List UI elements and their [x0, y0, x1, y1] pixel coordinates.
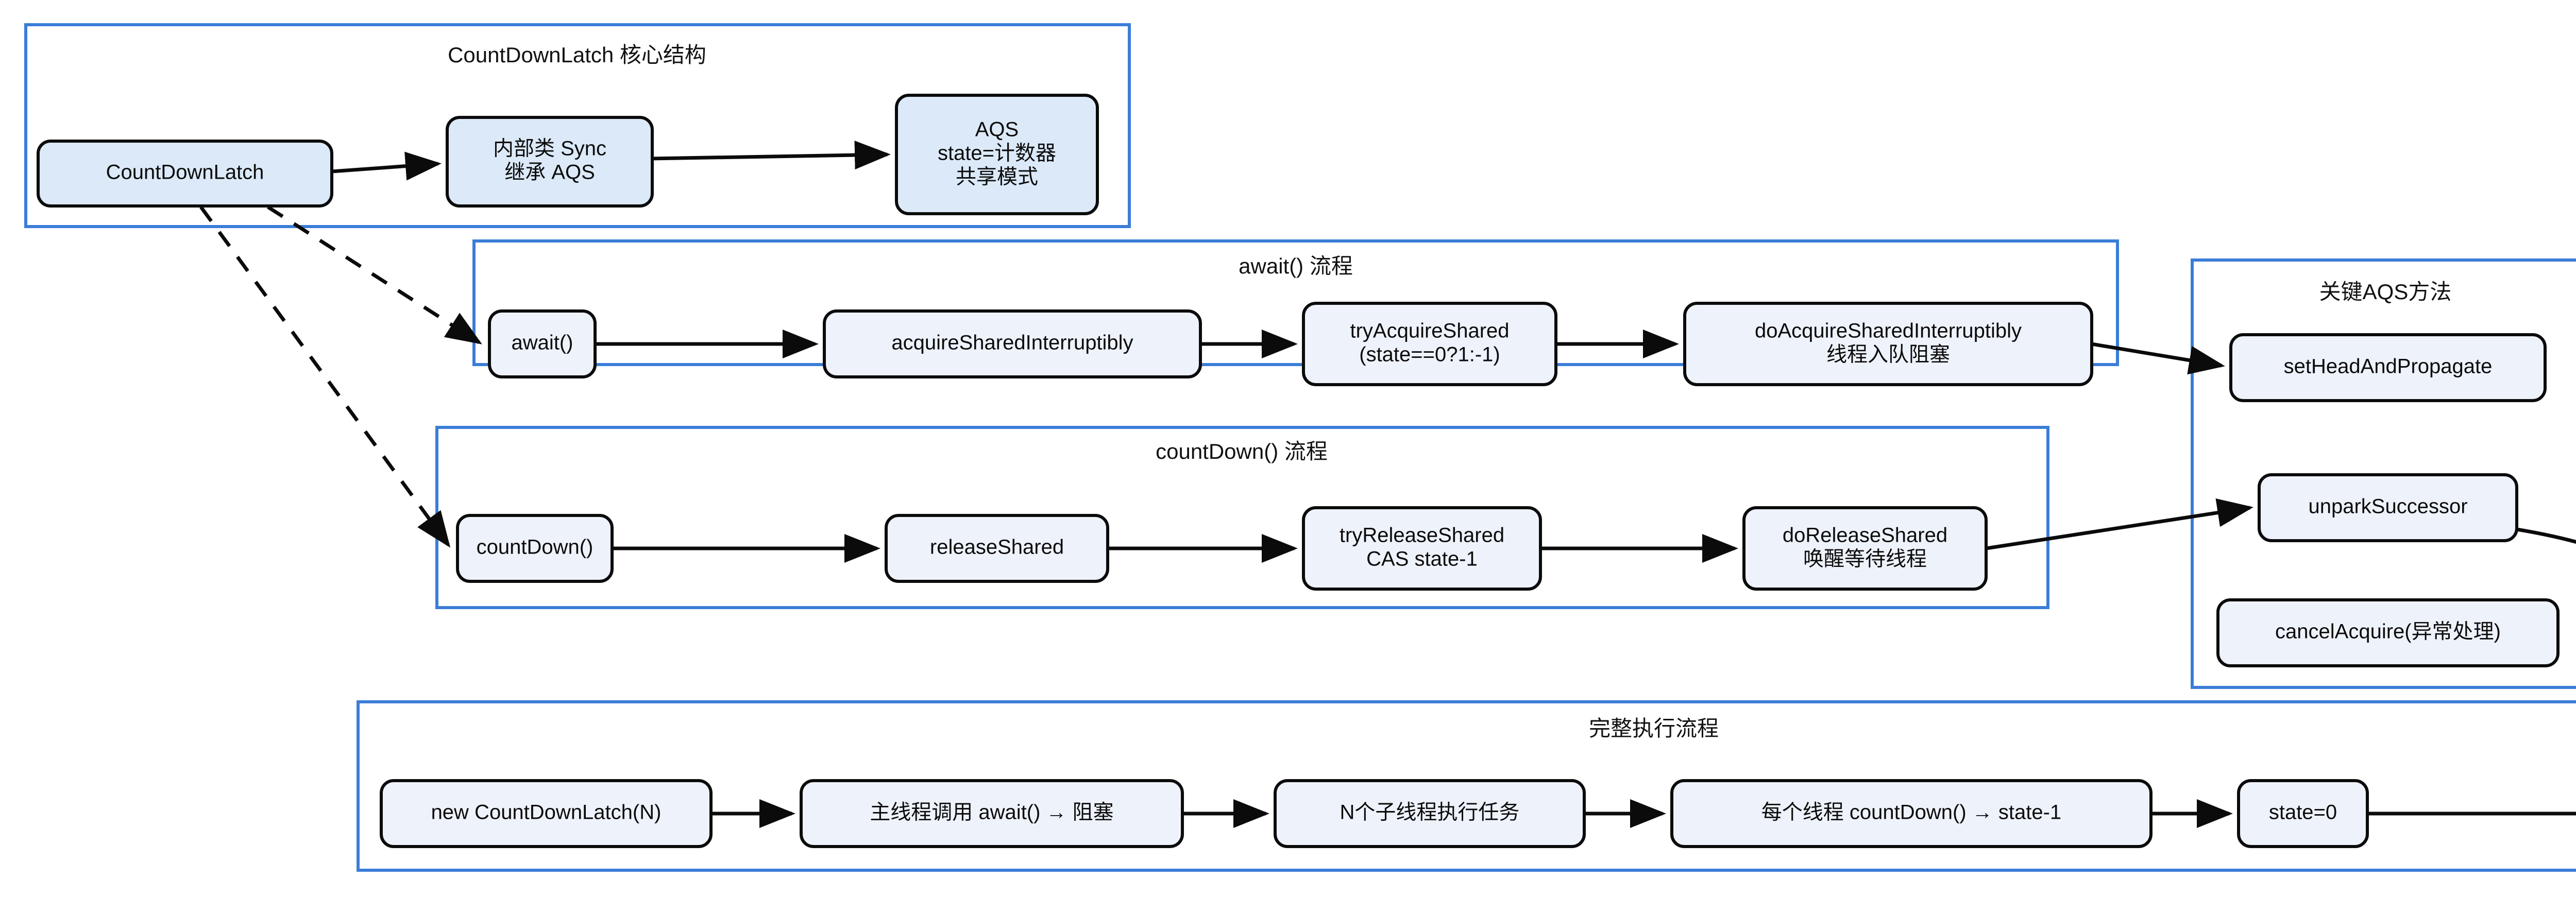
cluster-border-await-flow — [472, 239, 2119, 366]
node-label-doReleaseShared: 唤醒等待线程 — [1803, 548, 1927, 571]
node-label-cancelAcquire: cancelAcquire(异常处理) — [2275, 620, 2501, 643]
node-label-n-threads: N个子线程执行任务 — [1340, 801, 1520, 824]
cluster-full-execution: 完整执行流程 — [357, 700, 2576, 872]
node-label-tryAcquireShared: (state==0?1:-1) — [1359, 343, 1500, 366]
edge-countdownlatch-to-await — [267, 205, 482, 344]
node-label-await: await() — [511, 332, 573, 354]
node-shape-countdownlatch[interactable] — [37, 140, 333, 208]
node-label-countDown: countDown() — [477, 536, 594, 559]
node-label-inner-sync: 内部类 Sync — [493, 137, 606, 160]
node-new-cdl[interactable]: new CountDownLatch(N) — [380, 779, 713, 848]
node-releaseShared[interactable]: releaseShared — [885, 514, 1109, 583]
node-label-tryReleaseShared: CAS state-1 — [1366, 548, 1478, 571]
cluster-title-countdown-flow: countDown() 流程 — [1156, 439, 1328, 463]
node-label-state-zero: state=0 — [2269, 801, 2337, 824]
node-label-aqs-state: AQS — [975, 118, 1019, 141]
node-shape-state-zero[interactable] — [2237, 779, 2369, 848]
node-label-new-cdl: new CountDownLatch(N) — [431, 801, 662, 824]
node-shape-new-cdl[interactable] — [380, 779, 713, 848]
node-shape-aqs-state[interactable] — [895, 94, 1099, 215]
cluster-title-aqs-methods: 关键AQS方法 — [2319, 280, 2452, 304]
node-label-tryAcquireShared: tryAcquireShared — [1350, 320, 1509, 342]
node-label-each-countdown: 每个线程 countDown() → state-1 — [1761, 801, 2061, 824]
node-label-doAcquireSharedInterruptibly: doAcquireSharedInterruptibly — [1755, 320, 2022, 342]
node-label-aqs-state: state=计数器 — [938, 142, 1056, 165]
cluster-border-core-structure — [24, 23, 1131, 228]
node-shape-main-await[interactable] — [800, 779, 1184, 848]
node-cancelAcquire[interactable]: cancelAcquire(异常处理) — [2216, 598, 2560, 667]
node-label-setHeadAndPropagate: setHeadAndPropagate — [2284, 355, 2493, 378]
edge-doAcquireSharedInterruptibly-to-setHeadAndPropagate — [2091, 342, 2225, 375]
node-shape-setHeadAndPropagate[interactable] — [2229, 333, 2547, 402]
node-main-await[interactable]: 主线程调用 await() → 阻塞 — [800, 779, 1184, 848]
edge-inner-sync-to-aqs-state — [652, 141, 891, 170]
node-shape-n-threads[interactable] — [1274, 779, 1586, 848]
node-shape-inner-sync[interactable] — [446, 116, 654, 208]
node-label-doAcquireSharedInterruptibly: 线程入队阻塞 — [1826, 343, 1950, 366]
node-shape-doReleaseShared[interactable] — [1742, 506, 1988, 591]
node-label-releaseShared: releaseShared — [930, 536, 1064, 559]
cluster-core-structure: CountDownLatch 核心结构 — [24, 23, 1131, 228]
edge-countdownlatch-to-inner-sync — [331, 151, 442, 181]
node-shape-each-countdown[interactable] — [1670, 779, 2153, 848]
node-label-inner-sync: 继承 AQS — [504, 161, 595, 184]
cluster-group: CountDownLatch 核心结构 await() 流程 countDown()… — [24, 23, 2576, 872]
node-shape-countDown[interactable] — [456, 514, 614, 583]
node-label-tryReleaseShared: tryReleaseShared — [1340, 524, 1504, 547]
node-label-doReleaseShared: doReleaseShared — [1783, 524, 1947, 547]
cluster-title-full-execution: 完整执行流程 — [1589, 716, 1719, 740]
node-await[interactable]: await() — [488, 309, 597, 378]
edge-countdownlatch-to-countDown — [199, 205, 451, 548]
node-label-aqs-state: 共享模式 — [956, 166, 1038, 188]
edge-group — [199, 141, 2576, 828]
node-shape-tryAcquireShared[interactable] — [1302, 302, 1557, 386]
node-each-countdown[interactable]: 每个线程 countDown() → state-1 — [1670, 779, 2153, 848]
node-countDown[interactable]: countDown() — [456, 514, 614, 583]
node-unparkSuccessor[interactable]: unparkSuccessor — [2258, 473, 2518, 542]
node-shape-cancelAcquire[interactable] — [2216, 598, 2560, 667]
node-shape-unparkSuccessor[interactable] — [2258, 473, 2518, 542]
node-shape-acquireSharedInterruptibly[interactable] — [823, 309, 1202, 378]
cluster-aqs-methods: 关键AQS方法 — [2191, 258, 2576, 689]
node-label-main-await: 主线程调用 await() → 阻塞 — [870, 801, 1113, 824]
node-state-zero[interactable]: state=0 — [2237, 779, 2369, 848]
node-label-countdownlatch: CountDownLatch — [106, 161, 264, 184]
edge-doReleaseShared-to-unparkSuccessor — [1986, 498, 2253, 550]
cluster-title-await-flow: await() 流程 — [1239, 254, 1353, 278]
cluster-border-aqs-methods — [2191, 258, 2576, 689]
cluster-border-full-execution — [357, 700, 2576, 872]
cluster-await-flow: await() 流程 — [472, 239, 2119, 366]
cluster-title-core-structure: CountDownLatch 核心结构 — [448, 43, 706, 67]
node-n-threads[interactable]: N个子线程执行任务 — [1274, 779, 1586, 848]
node-label-unparkSuccessor: unparkSuccessor — [2308, 495, 2467, 518]
node-tryAcquireShared[interactable]: tryAcquireShared(state==0?1:-1) — [1302, 302, 1557, 386]
node-setHeadAndPropagate[interactable]: setHeadAndPropagate — [2229, 333, 2547, 402]
node-shape-doAcquireSharedInterruptibly[interactable] — [1683, 302, 2093, 386]
node-shape-tryReleaseShared[interactable] — [1302, 506, 1542, 591]
node-shape-releaseShared[interactable] — [885, 514, 1109, 583]
node-shape-await[interactable] — [488, 309, 597, 378]
node-countdownlatch[interactable]: CountDownLatch — [37, 140, 333, 208]
node-acquireSharedInterruptibly[interactable]: acquireSharedInterruptibly — [823, 309, 1202, 378]
node-label-acquireSharedInterruptibly: acquireSharedInterruptibly — [891, 332, 1133, 354]
